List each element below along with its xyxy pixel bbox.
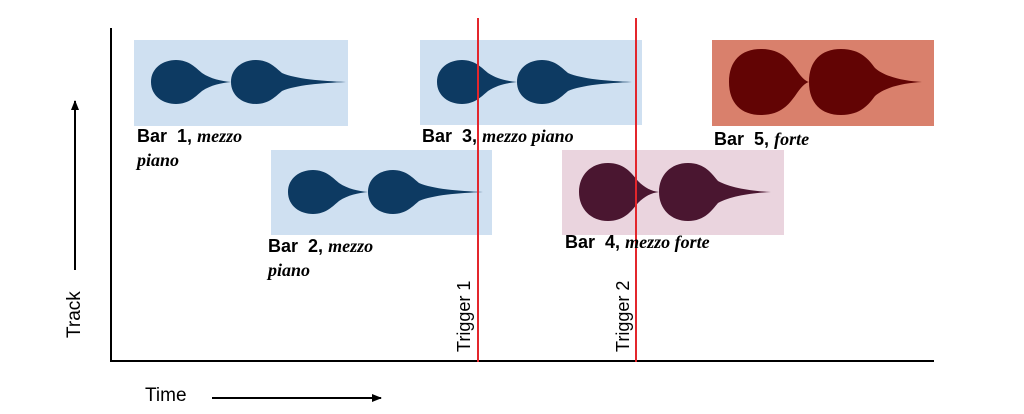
bar-2-word: Bar [268, 236, 299, 256]
bar-2-number: 2 [308, 236, 319, 256]
bar-2-notes [288, 170, 483, 214]
bar-3-dynamic-line1: mezzo piano [482, 126, 574, 146]
bar-5-word: Bar [714, 129, 745, 149]
bar-1-dynamic-line2: piano [137, 150, 180, 170]
bar-5-dynamic-line1: forte [774, 129, 810, 149]
bar-5-notes [729, 49, 922, 115]
bar-4-dynamic-line1: mezzo forte [625, 232, 710, 252]
x-axis-label: Time [145, 385, 187, 406]
bar-5-number: 5 [754, 129, 765, 149]
bar-5-caption: Bar 5, forte [714, 129, 810, 149]
bar-4-word: Bar [565, 232, 596, 252]
bar-1-word: Bar [137, 126, 168, 146]
bar-2-dynamic-line2: piano [268, 260, 311, 280]
trigger-2-label: Trigger 2 [613, 280, 633, 352]
bar-2-caption: Bar 2, mezzo piano [268, 236, 374, 280]
bar-3-word: Bar [422, 126, 453, 146]
y-axis-label: Track [64, 291, 85, 338]
trigger-1-label: Trigger 1 [454, 280, 474, 352]
bar-3-number: 3 [462, 126, 473, 146]
bar-1-notes [151, 60, 346, 104]
bar-4-number: 4 [605, 232, 616, 252]
bar-1-number: 1 [177, 126, 188, 146]
bar-3-caption: Bar 3, mezzo piano [422, 126, 574, 146]
bar-1-dynamic-line1: mezzo [197, 126, 243, 146]
bar-4-notes [579, 163, 771, 221]
bar-2-dynamic-line1: mezzo [328, 236, 374, 256]
bar-1-caption: Bar 1, mezzo piano [137, 126, 243, 170]
bar-4-caption: Bar 4, mezzo forte [565, 232, 710, 252]
